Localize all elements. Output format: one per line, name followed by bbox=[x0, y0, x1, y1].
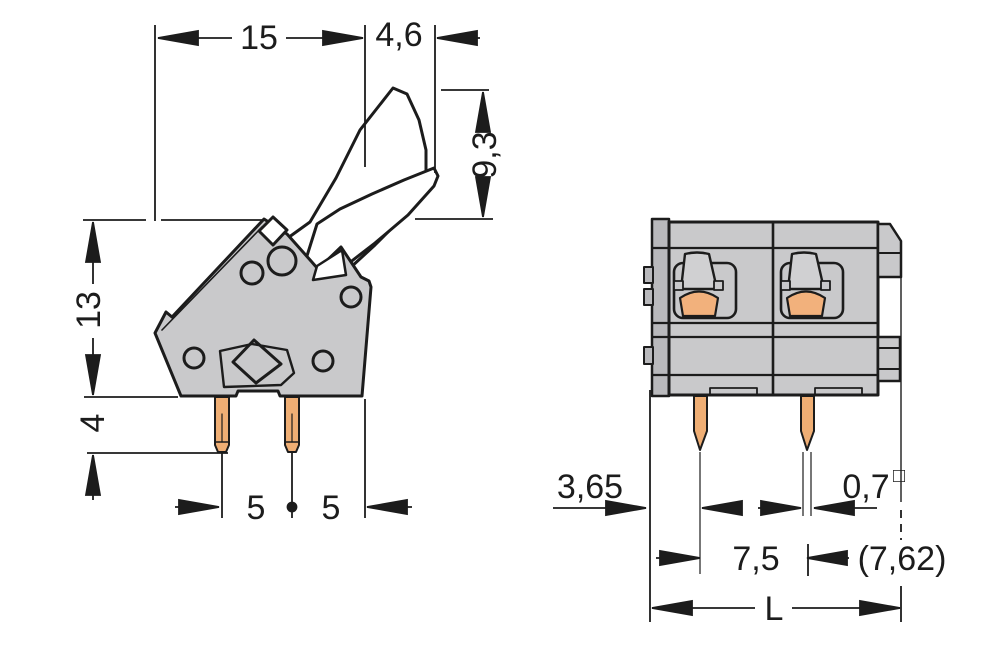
dim-pin-spacing-2-label: 5 bbox=[322, 489, 341, 527]
housing-inner-edge bbox=[161, 226, 263, 331]
dimension-labels: 15 4,6 9,3 13 4 5 5 3,65 0,7 □ 7,5 (7,62… bbox=[70, 16, 946, 628]
pivot-hole-large bbox=[266, 245, 298, 277]
dim-width-label: 15 bbox=[240, 19, 278, 57]
wire-port-1 bbox=[678, 290, 720, 318]
wire-port-2 bbox=[785, 290, 827, 318]
dim-body-height-label: 13 bbox=[70, 291, 108, 329]
corner-hole-right bbox=[339, 285, 363, 309]
side-flange bbox=[650, 217, 671, 398]
arrowhead bbox=[322, 29, 364, 47]
dim-pole-pitch-label: 7,5 bbox=[732, 540, 779, 578]
dimension-dot bbox=[286, 501, 298, 513]
arrowhead bbox=[157, 29, 199, 47]
arrowhead bbox=[605, 499, 647, 517]
flange-tab bbox=[643, 346, 654, 365]
front-view-dimensions bbox=[553, 278, 902, 622]
dim-pole-pitch-alt-label: (7,62) bbox=[858, 540, 947, 578]
dim-lever-offset-label: 4,6 bbox=[375, 16, 422, 54]
corner-chamfer-block bbox=[876, 222, 903, 279]
arrowhead bbox=[178, 498, 220, 516]
arrowhead bbox=[813, 499, 855, 517]
hole-lower-right bbox=[311, 349, 335, 373]
lever-tip-wedge bbox=[311, 248, 348, 282]
pivot-hole-small bbox=[239, 260, 265, 286]
clamp-wing bbox=[820, 280, 831, 291]
base-notch bbox=[709, 387, 758, 396]
dim-pin-spacing-1-label: 5 bbox=[247, 489, 266, 527]
arrowhead bbox=[474, 176, 492, 218]
dim-edge-to-pin-label: 3,65 bbox=[557, 468, 623, 506]
dim-pin-length-label: 4 bbox=[74, 414, 112, 433]
front-pin-left bbox=[693, 395, 708, 451]
clamp-wing bbox=[713, 280, 724, 291]
dim-overall-length-label: L bbox=[765, 590, 784, 628]
flange-tab bbox=[643, 288, 654, 306]
arrowhead bbox=[84, 354, 102, 396]
arrowhead bbox=[651, 599, 693, 617]
square-symbol: □ bbox=[893, 465, 905, 487]
base-notch bbox=[814, 387, 863, 396]
arrowhead bbox=[84, 221, 102, 263]
right-tab bbox=[876, 335, 902, 383]
arrowhead bbox=[659, 549, 701, 567]
latch-catch bbox=[257, 215, 289, 247]
side-view-dimensions bbox=[83, 25, 493, 518]
arrowhead bbox=[760, 499, 802, 517]
front-pin-right bbox=[800, 395, 815, 451]
side-view bbox=[153, 86, 440, 453]
arrowhead bbox=[474, 91, 492, 133]
diamond-hole bbox=[231, 338, 283, 385]
dim-lever-height-label: 9,3 bbox=[466, 131, 504, 178]
arrowhead bbox=[366, 498, 408, 516]
clamp-wing bbox=[673, 280, 684, 291]
hole-lower-left bbox=[182, 346, 206, 370]
dim-pin-width-label: 0,7 bbox=[842, 468, 889, 506]
arrowhead bbox=[436, 29, 478, 47]
arrowhead bbox=[859, 599, 901, 617]
flange-tab bbox=[643, 266, 654, 284]
clamp-wing bbox=[780, 280, 791, 291]
front-view bbox=[643, 217, 903, 451]
arrowhead bbox=[806, 549, 848, 567]
arrowhead bbox=[84, 454, 102, 496]
arrowhead bbox=[701, 499, 743, 517]
